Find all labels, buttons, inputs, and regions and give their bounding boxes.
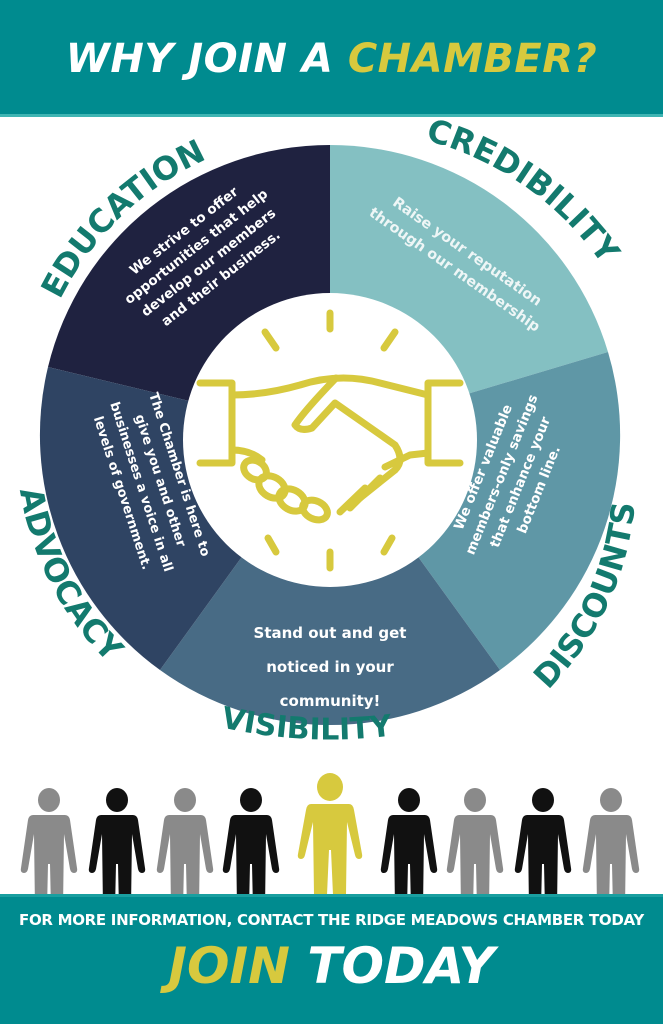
svg-text:noticed in your: noticed in your	[266, 658, 394, 676]
person-icon	[446, 788, 504, 895]
person-icon	[222, 788, 280, 895]
person-icon	[156, 788, 214, 895]
handshake-icon	[196, 309, 464, 572]
title-part-1: WHY JOIN A	[65, 36, 348, 82]
header-banner: WHY JOIN A CHAMBER?	[0, 0, 663, 117]
person-icon	[20, 788, 78, 895]
svg-text:community!: community!	[280, 692, 381, 710]
person-icon-highlighted	[297, 773, 363, 895]
page-title: WHY JOIN A CHAMBER?	[66, 36, 597, 82]
person-icon	[582, 788, 640, 895]
people-row	[20, 773, 640, 895]
contact-text: FOR MORE INFORMATION, CONTACT THE RIDGE …	[19, 911, 644, 929]
cta-part-1: JOIN	[168, 937, 290, 995]
center-disc	[183, 293, 477, 587]
footer-banner: FOR MORE INFORMATION, CONTACT THE RIDGE …	[0, 894, 663, 1024]
person-icon	[88, 788, 146, 895]
desc-visibility: Stand out and get noticed in your commun…	[254, 624, 407, 710]
title-part-2: CHAMBER?	[347, 36, 598, 82]
person-icon	[514, 788, 572, 895]
person-icon	[380, 788, 438, 895]
benefits-wheel: EDUCATION CREDIBILITY DISCOUNTS VISIBILI…	[12, 117, 643, 748]
svg-text:Stand out and get: Stand out and get	[254, 624, 407, 642]
join-today-cta: JOIN TODAY	[0, 941, 663, 991]
cta-part-2: TODAY	[289, 937, 495, 995]
